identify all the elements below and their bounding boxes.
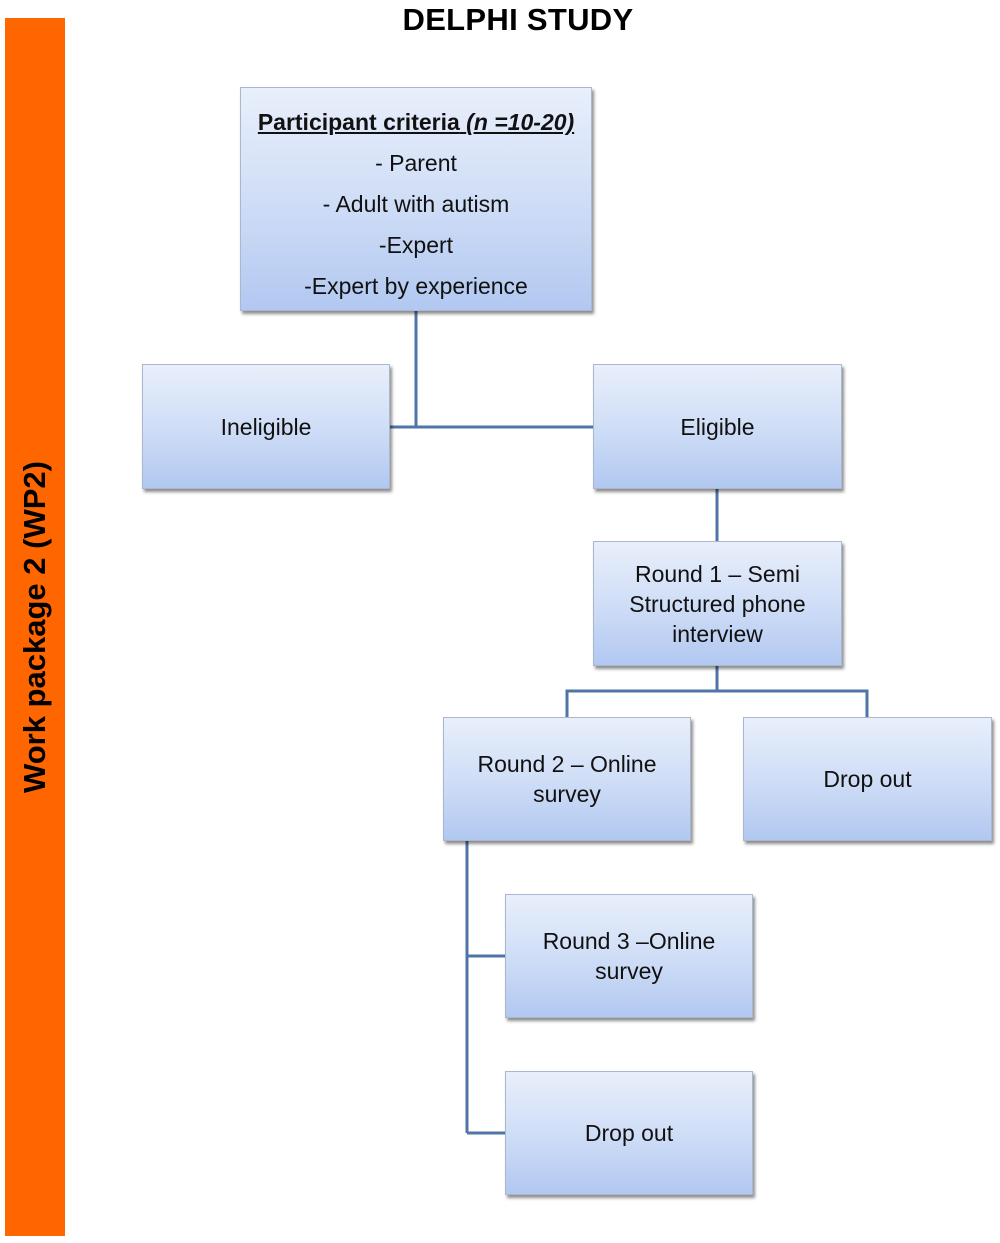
criteria-item-expert-by-experience: -Expert by experience xyxy=(304,273,528,299)
round3-label: Round 3 –Online survey xyxy=(542,928,716,984)
criteria-sample-size: (n =10-20) xyxy=(466,109,575,135)
criteria-heading-text: Participant criteria xyxy=(257,109,460,135)
dropout-box-1: Drop out xyxy=(743,717,992,841)
round2-box: Round 2 – Online survey xyxy=(443,717,691,841)
criteria-heading: Participant criteria (n =10-20) xyxy=(258,102,574,143)
work-package-sidebar xyxy=(5,18,65,1236)
ineligible-box: Ineligible xyxy=(142,364,390,489)
eligible-label: Eligible xyxy=(680,413,755,440)
dropout-box-2: Drop out xyxy=(505,1071,753,1195)
criteria-item-adult-with-autism: - Adult with autism xyxy=(322,191,510,217)
criteria-item-parent: - Parent xyxy=(375,150,457,176)
participant-criteria-box: Participant criteria (n =10-20) - Parent… xyxy=(240,87,592,311)
ineligible-label: Ineligible xyxy=(220,413,312,440)
round3-box: Round 3 –Online survey xyxy=(505,894,753,1018)
dropout-label-1: Drop out xyxy=(823,766,912,792)
round1-box: Round 1 – Semi Structured phone intervie… xyxy=(593,541,842,666)
diagram-title: DELPHI STUDY xyxy=(402,2,634,37)
criteria-item-expert: -Expert xyxy=(378,232,454,258)
round2-label: Round 2 – Online survey xyxy=(477,751,657,807)
connector-round1-branch xyxy=(565,689,869,717)
eligible-box: Eligible xyxy=(593,364,842,489)
dropout-label-2: Drop out xyxy=(584,1120,674,1146)
round1-label: Round 1 – Semi Structured phone intervie… xyxy=(629,560,806,647)
